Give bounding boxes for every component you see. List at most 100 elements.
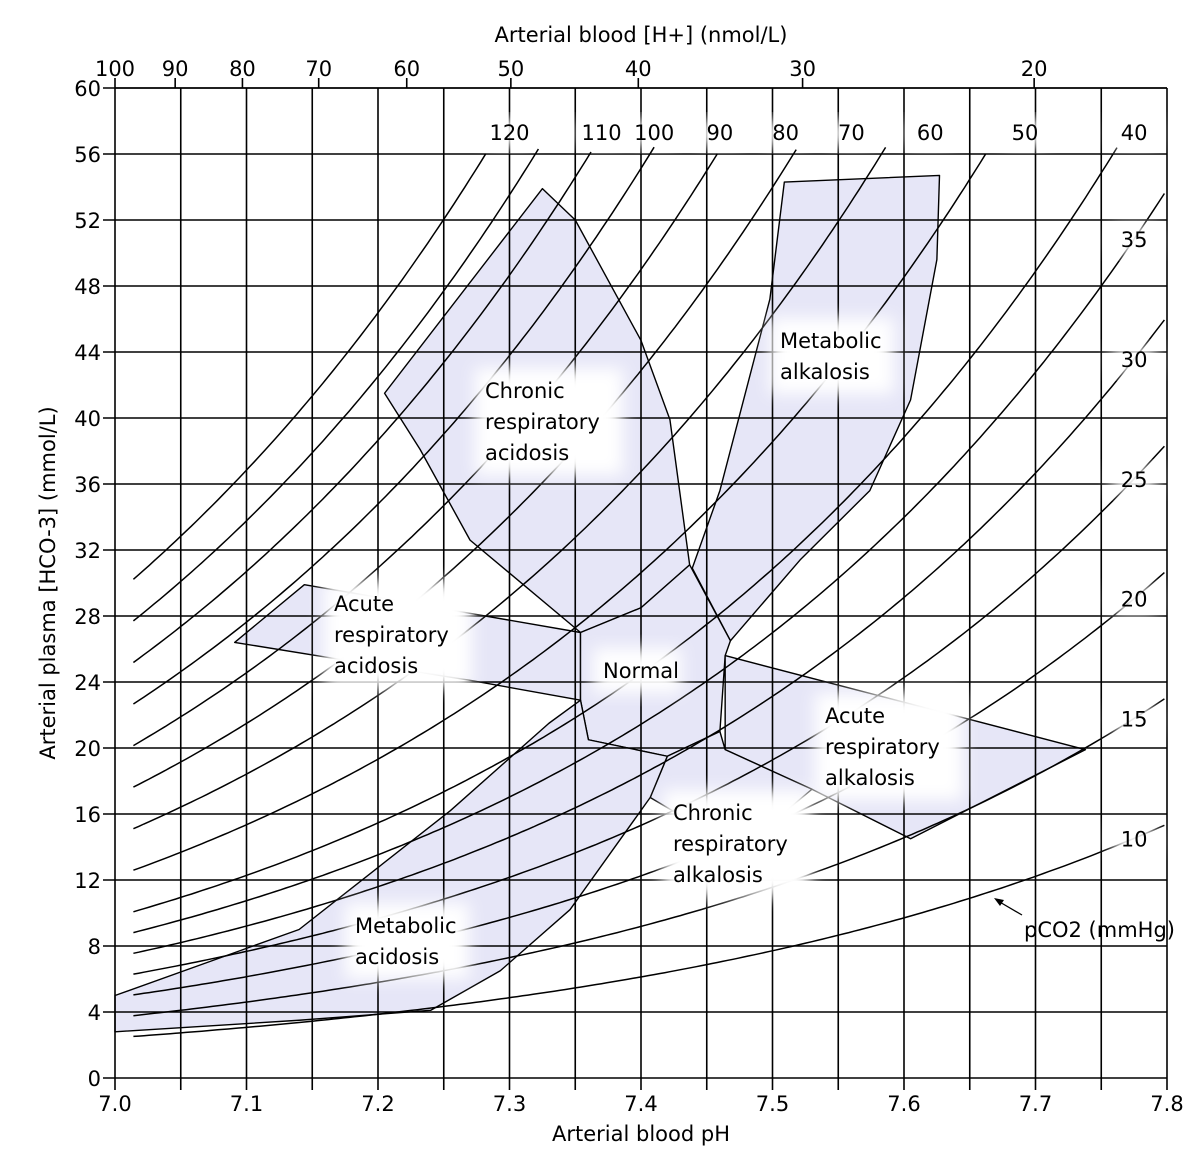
region-label-acute-respiratory-acidosis: Acute respiratory acidosis	[334, 592, 449, 678]
region-label-line: Acute	[334, 592, 394, 616]
region-label-line: respiratory	[334, 623, 449, 647]
isopleth-label-90: 90	[707, 121, 734, 145]
x-tick-label: 7.3	[493, 1092, 526, 1116]
top-tick-label: 70	[305, 57, 332, 81]
isopleth-label-background	[487, 120, 532, 146]
region-label-background	[770, 318, 894, 394]
isopleth-pco2-100	[132, 151, 592, 664]
isopleth-pco2-15	[133, 698, 1165, 1017]
isopleth-pco2-35	[133, 193, 1166, 934]
top-tick-label: 40	[625, 57, 652, 81]
region-label-line: acidosis	[334, 654, 418, 678]
y-tick-label: 20	[74, 737, 101, 761]
isopleth-pco2-70	[133, 149, 797, 788]
grid	[103, 87, 1168, 1090]
isopleth-label-background	[579, 120, 624, 146]
x-tick-label: 7.6	[887, 1092, 920, 1116]
y-tick-label: 36	[74, 473, 101, 497]
region-metabolic-acidosis	[114, 699, 668, 1033]
top-tick-label: 60	[393, 57, 420, 81]
pco2-pointer-arrowhead	[994, 898, 1004, 906]
isopleth-label-background	[1112, 346, 1157, 373]
region-label-background	[345, 903, 469, 979]
top-tick-label: 50	[497, 57, 524, 81]
region-label-line: acidosis	[485, 441, 569, 465]
region-label-background	[324, 581, 472, 688]
isopleth-label-35: 35	[1121, 228, 1148, 252]
top-tick-label: 20	[1021, 57, 1048, 81]
isopleth-pco2-10	[133, 824, 1165, 1038]
isopleth-label-background	[908, 120, 953, 146]
pco2-pointer-arrow	[997, 900, 1023, 916]
x-tick-label: 7.4	[624, 1092, 657, 1116]
isopleth-label-20: 20	[1121, 588, 1148, 612]
isopleth-pco2-25	[133, 445, 1165, 975]
isopleth-label-background	[1112, 586, 1157, 613]
top-tick-label: 100	[95, 57, 135, 81]
isopleth-label-120: 120	[489, 121, 529, 145]
region-label-background	[593, 648, 681, 693]
region-label-background	[815, 693, 963, 800]
isopleth-label-30: 30	[1121, 348, 1148, 372]
y-tick-label: 28	[74, 605, 101, 629]
isopleth-pco2-110	[132, 148, 540, 622]
y-tick-label: 56	[74, 143, 101, 167]
isopleth-label-70: 70	[838, 121, 865, 145]
x-tick-label: 7.8	[1150, 1092, 1183, 1116]
region-label-metabolic-acidosis: Metabolic acidosis	[355, 914, 457, 969]
isopleth-label-100: 100	[634, 121, 674, 145]
region-label-line: alkalosis	[673, 863, 763, 887]
region-label-line: Metabolic	[780, 329, 882, 353]
region-label-line: Acute	[825, 704, 885, 728]
region-label-line: Chronic	[673, 801, 753, 825]
isopleth-label-15: 15	[1121, 707, 1148, 731]
isopleth-label-background	[1002, 120, 1047, 146]
y-tick-label: 0	[88, 1067, 101, 1091]
isopleth-label-background	[763, 120, 808, 146]
region-label-background	[475, 368, 623, 475]
top-axis-title: Arterial blood [H+] (nmol/L)	[495, 23, 788, 47]
region-label-line: alkalosis	[825, 766, 915, 790]
pco2-unit-label: pCO2 (mmHg)	[1024, 918, 1175, 942]
x-tick-label: 7.0	[98, 1092, 131, 1116]
region-metabolic-alkalosis	[691, 174, 941, 642]
top-tick-label: 90	[162, 57, 189, 81]
isopleth-label-background	[1112, 826, 1157, 853]
region-label-chronic-respiratory-acidosis: Chronic respiratory acidosis	[485, 379, 600, 465]
isopleth-label-25: 25	[1121, 468, 1148, 492]
region-label-chronic-respiratory-alkalosis: Chronic respiratory alkalosis	[673, 801, 788, 887]
region-label-line: Normal	[603, 659, 679, 683]
isopleth-label-background	[1112, 120, 1157, 146]
region-label-line: respiratory	[673, 832, 788, 856]
y-tick-label: 8	[88, 935, 101, 959]
region-label-line: Metabolic	[355, 914, 457, 938]
isopleth-label-background	[1112, 706, 1157, 733]
shaded-regions	[114, 174, 1087, 1033]
isopleth-label-background	[829, 120, 874, 146]
isopleth-label-110: 110	[582, 121, 622, 145]
region-label-line: Chronic	[485, 379, 565, 403]
y-tick-label: 4	[88, 1001, 101, 1025]
y-tick-label: 48	[74, 275, 101, 299]
isopleth-label-60: 60	[917, 121, 944, 145]
isopleth-label-background	[697, 120, 742, 146]
y-tick-label: 60	[74, 77, 101, 101]
region-label-line: respiratory	[485, 410, 600, 434]
y-tick-label: 24	[74, 671, 101, 695]
isopleth-pco2-80	[133, 153, 718, 747]
x-tick-label: 7.1	[230, 1092, 263, 1116]
isopleth-pco2-120	[132, 153, 487, 580]
x-axis-title: Arterial blood pH	[552, 1122, 730, 1146]
region-label-line: acidosis	[355, 945, 439, 969]
isopleth-label-50: 50	[1012, 121, 1039, 145]
isopleth-pco2-30	[133, 319, 1165, 955]
x-tick-label: 7.7	[1019, 1092, 1052, 1116]
top-tick-label: 30	[789, 57, 816, 81]
y-tick-label: 40	[74, 407, 101, 431]
isopleth-label-40: 40	[1121, 121, 1148, 145]
top-tick-label: 80	[229, 57, 256, 81]
isopleth-label-80: 80	[772, 121, 799, 145]
